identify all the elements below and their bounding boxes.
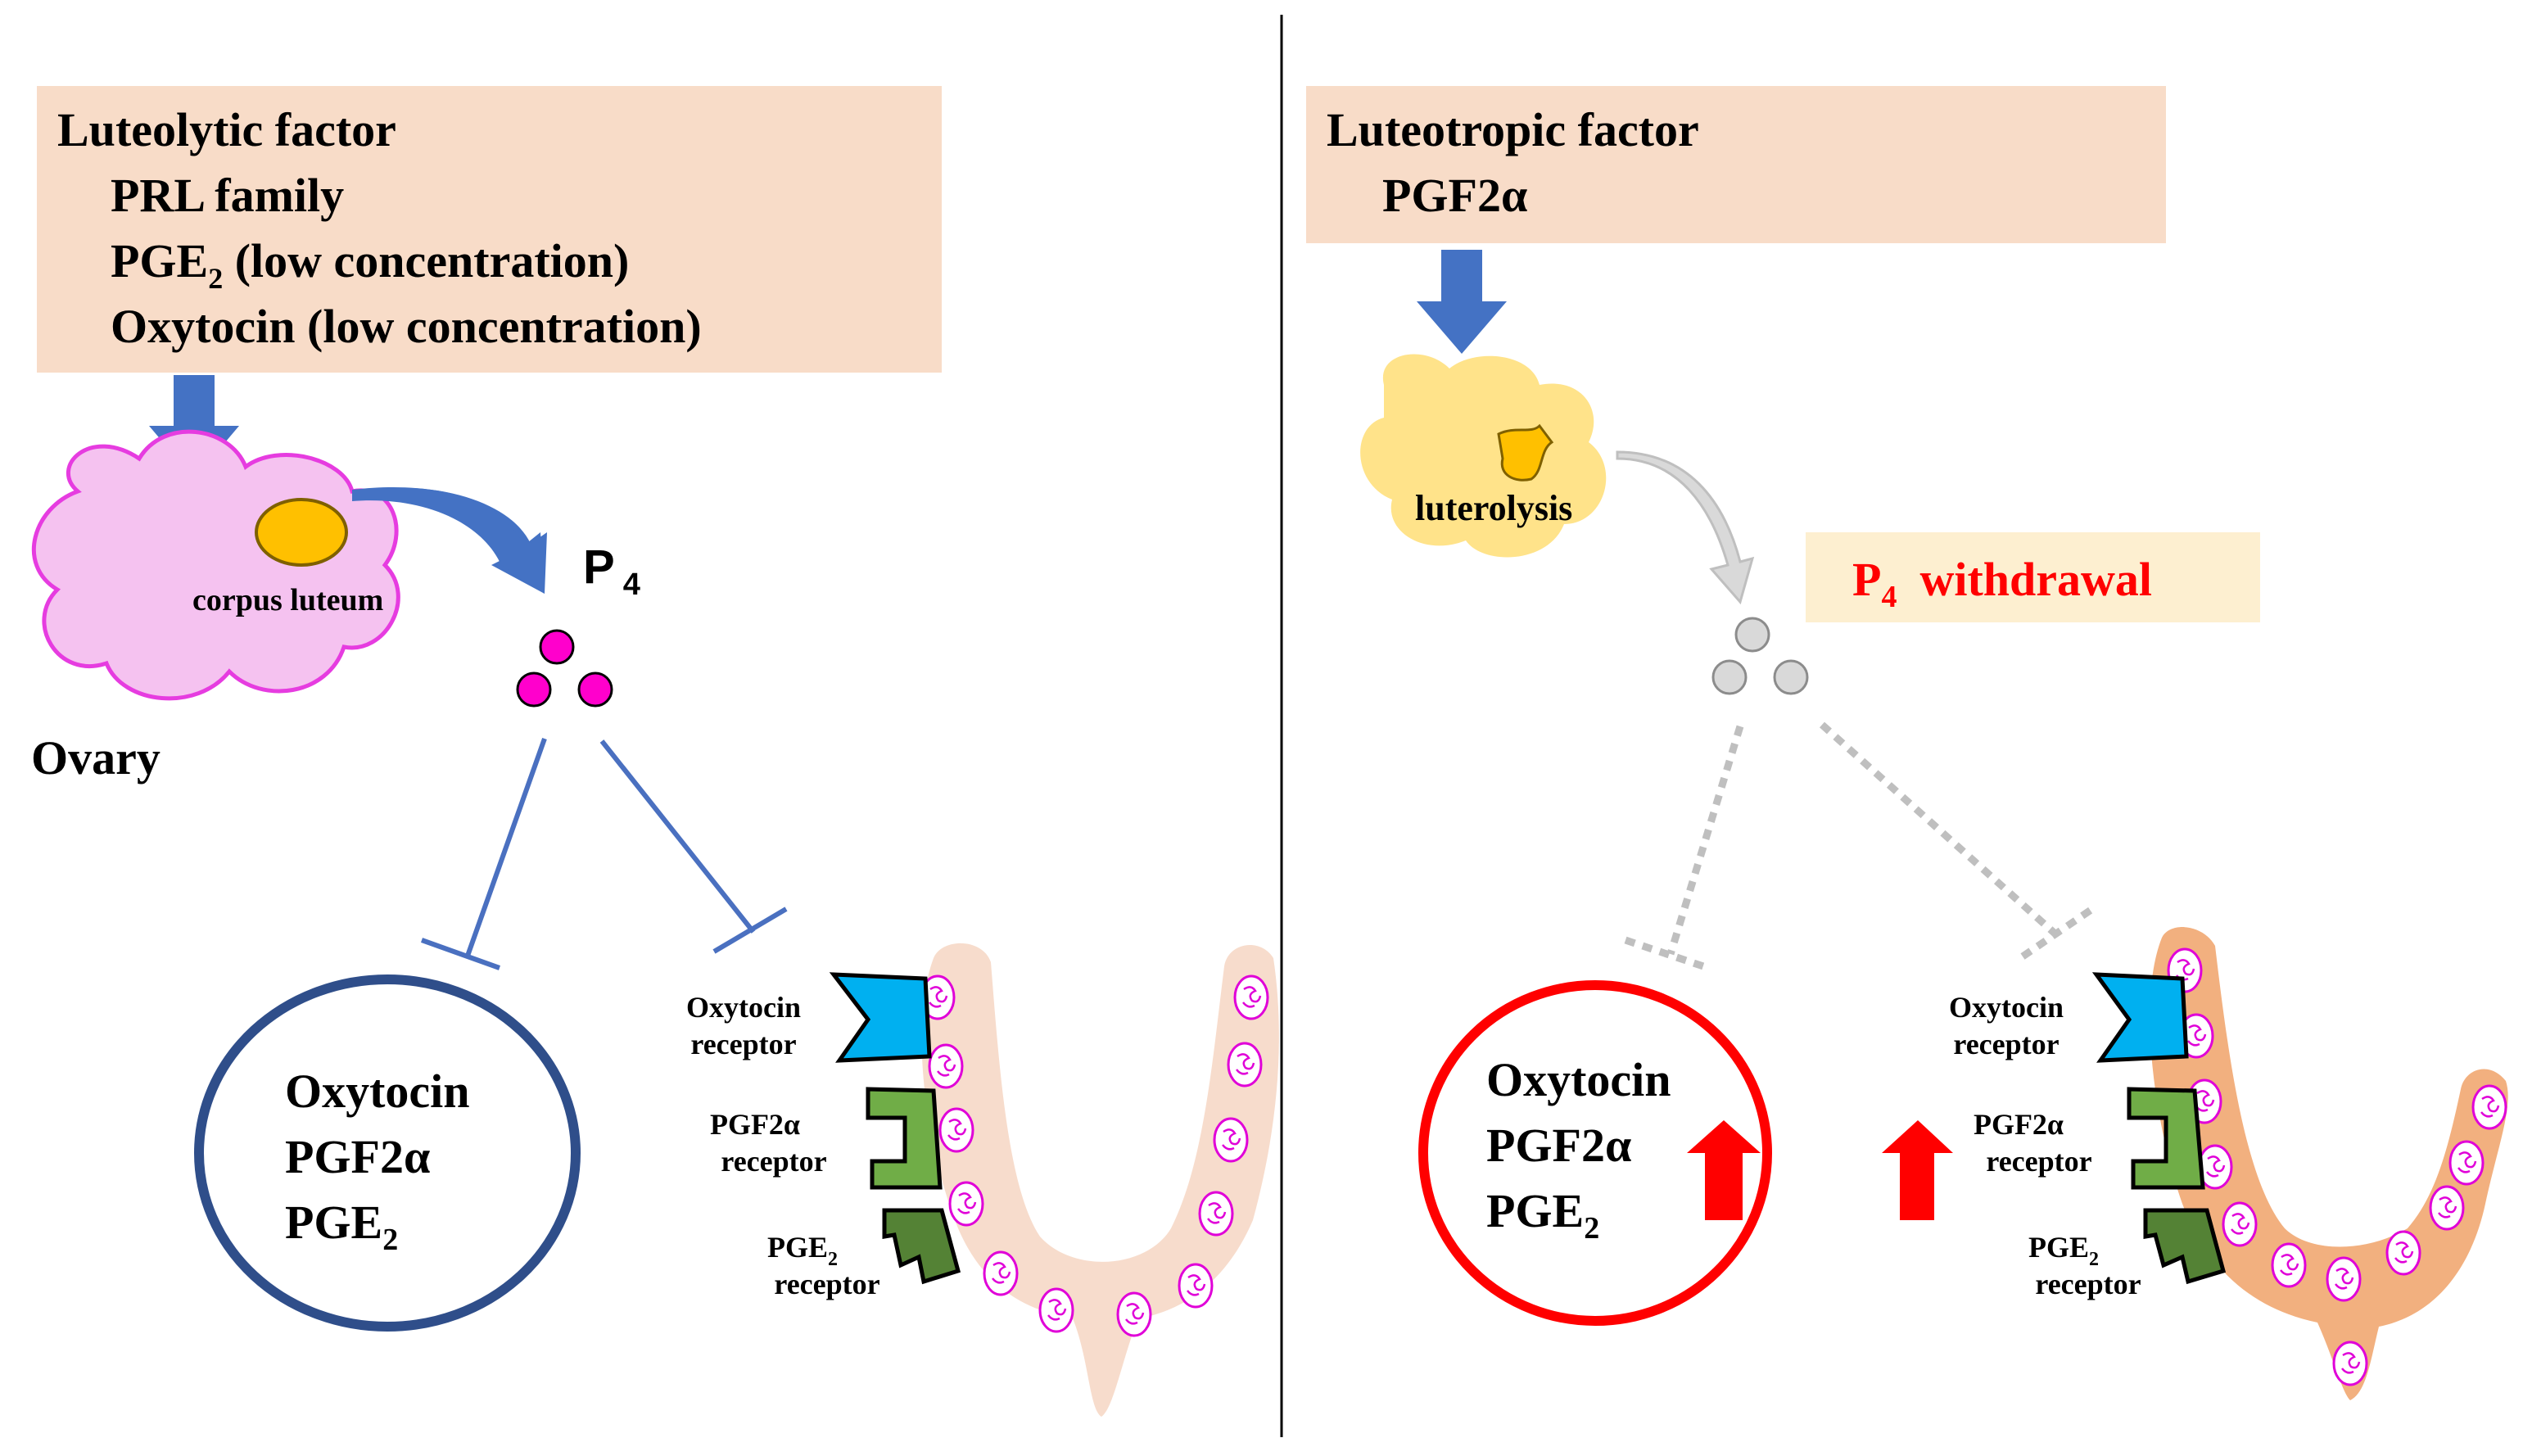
uterus-left-icon (921, 943, 1279, 1417)
pge2-receptor-icon (2143, 1208, 2227, 1285)
pgf2a-receptor-icon (866, 1087, 943, 1190)
p4-molecule-icon (577, 671, 613, 708)
circle-pgf2a-label: PGF2α (1486, 1119, 1631, 1172)
luteotropic-factor-box (1306, 86, 2166, 243)
oxytocin-receptor-icon (829, 972, 932, 1063)
uterus-right-icon (2150, 927, 2508, 1400)
corpus-luteum-icon (255, 498, 348, 567)
down-arrow-icon (149, 375, 239, 479)
circle-oxytocin-label: Oxytocin (285, 1065, 470, 1118)
oxytocin-receptor-icon (2091, 972, 2189, 1063)
grey-curved-arrow-icon (1616, 450, 1755, 605)
ovary-label: Ovary (31, 731, 161, 785)
increase-arrow-icon (1687, 1120, 1761, 1220)
hormone-circle-right (1418, 980, 1772, 1326)
p4-depleted-icon (1773, 659, 1809, 695)
oxytocin-low-label: Oxytocin (low concentration) (111, 300, 702, 353)
circle-pge2-label: PGE2 (285, 1196, 398, 1257)
ovary-cloud-icon (32, 429, 400, 701)
p4-withdrawal-box (1806, 532, 2260, 622)
pgf2a-factor-label: PGF2α (1382, 169, 1527, 222)
p4-molecule-icon (516, 671, 552, 708)
prl-family-label: PRL family (111, 169, 344, 222)
p4-depleted-icon (1711, 659, 1748, 695)
luterolysis-cloud-icon (1360, 354, 1607, 558)
degenerated-corpus-luteum-icon (1497, 423, 1554, 482)
p4-depleted-icon (1734, 617, 1770, 653)
luteolytic-factor-box (37, 86, 942, 373)
inhibition-line-dotted (1819, 721, 2063, 941)
hormone-circle-left (194, 974, 581, 1332)
pge2-receptor-icon (882, 1208, 961, 1285)
inhibition-line-dotted (1666, 725, 1744, 956)
inhibition-line (464, 737, 547, 960)
p4-molecule-icon (539, 629, 575, 665)
inhibition-bar (712, 907, 788, 954)
inhibition-bar-dotted (1624, 936, 1705, 970)
curved-arrow-icon (352, 486, 547, 594)
pge2-low-label: PGE2 (low concentration) (111, 234, 629, 295)
luteotropic-factor-title: Luteotropic factor (1327, 103, 1699, 156)
pgf2a-receptor-icon (2127, 1087, 2205, 1190)
luterolysis-label: luterolysis (1415, 488, 1572, 528)
inhibition-bar-dotted (2020, 906, 2095, 960)
corpus-luteum-label: corpus luteum (192, 583, 383, 617)
down-arrow-icon (1417, 250, 1507, 354)
increase-arrow-icon (1882, 1120, 1953, 1220)
inhibition-bar (420, 938, 501, 970)
inhibition-line (599, 739, 756, 934)
circle-oxytocin-label: Oxytocin (1486, 1053, 1671, 1106)
circle-pge2-label: PGE2 (1486, 1184, 1599, 1246)
circle-pgf2a-label: PGF2α (285, 1130, 430, 1183)
luteolytic-factor-title: Luteolytic factor (57, 103, 396, 156)
